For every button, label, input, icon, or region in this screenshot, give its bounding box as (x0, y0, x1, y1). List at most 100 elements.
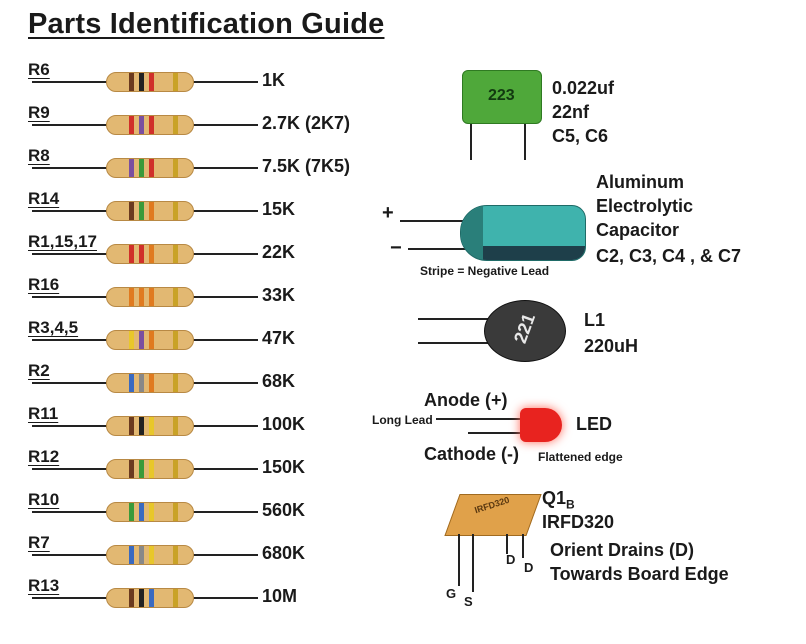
resistor-value: 2.7K (2K7) (262, 113, 351, 133)
resistor-value: 15K (262, 199, 296, 219)
resistor-band (139, 503, 144, 521)
inductor-ref: L1 (584, 310, 606, 330)
electrolytic-capacitor-body (460, 205, 586, 261)
led-cathode-label: Cathode (-) (424, 444, 519, 464)
resistor-band (149, 503, 154, 521)
resistor-band (129, 159, 134, 177)
resistor-ref: R9 (28, 103, 50, 122)
mosfet-ref: Q1B (542, 488, 575, 512)
resistor-band (173, 546, 178, 564)
resistor-band (139, 331, 144, 349)
inductor-value: 220uH (584, 336, 639, 356)
resistor-body (106, 459, 194, 479)
resistor-band (139, 374, 144, 392)
negative-stripe (461, 246, 585, 260)
resistor-band (149, 417, 154, 435)
resistor-band (129, 202, 134, 220)
resistor-lead-left (32, 468, 112, 470)
resistor-row: R2 68K (0, 361, 380, 401)
resistor-value: 100K (262, 414, 306, 434)
resistor-lead-right (188, 425, 258, 427)
resistor-band (173, 202, 178, 220)
resistor-band (129, 503, 134, 521)
minus-sign: − (390, 237, 402, 259)
resistor-ref: R8 (28, 146, 50, 165)
resistor-band (129, 116, 134, 134)
mosfet-orient-line1: Orient Drains (D) (550, 540, 695, 560)
resistor-body (106, 588, 194, 608)
resistor-band (139, 116, 144, 134)
resistor-value: 22K (262, 242, 296, 262)
resistor-lead-right (188, 167, 258, 169)
resistor-lead-right (188, 511, 258, 513)
resistor-ref: R12 (28, 447, 60, 466)
resistor-band (139, 202, 144, 220)
resistor-body (106, 244, 194, 264)
resistor-band (139, 159, 144, 177)
page-title: Parts Identification Guide (28, 8, 385, 40)
resistor-band (149, 73, 154, 91)
resistor-value: 7.5K (7K5) (262, 156, 351, 176)
resistor-ref: R13 (28, 576, 60, 595)
resistor-band (139, 460, 144, 478)
resistor-band (149, 159, 154, 177)
mosfet-pin-g: G (446, 586, 457, 601)
resistor-band (173, 73, 178, 91)
resistor-lead-left (32, 124, 112, 126)
resistor-band (139, 73, 144, 91)
led-flat-edge-label: Flattened edge (538, 450, 623, 464)
resistor-band (129, 417, 134, 435)
resistor-band (149, 460, 154, 478)
resistor-value: 33K (262, 285, 296, 305)
resistor-row: R6 1K (0, 60, 380, 100)
resistor-lead-right (188, 210, 258, 212)
resistor-band (129, 546, 134, 564)
resistor-lead-left (32, 296, 112, 298)
resistor-band (149, 116, 154, 134)
mosfet-pin-d2: D (524, 560, 534, 575)
led-long-lead-label: Long Lead (372, 413, 433, 427)
resistor-band (173, 417, 178, 435)
resistor-band (129, 331, 134, 349)
resistor-value: 68K (262, 371, 296, 391)
resistor-body (106, 502, 194, 522)
resistor-body (106, 330, 194, 350)
resistor-lead-right (188, 296, 258, 298)
resistor-body (106, 201, 194, 221)
resistor-lead-right (188, 253, 258, 255)
resistor-ref: R6 (28, 60, 50, 79)
resistor-lead-left (32, 511, 112, 513)
resistor-band (173, 288, 178, 306)
electrolytic-refs: C2, C3, C4 , & C7 (596, 246, 742, 266)
resistor-band (149, 202, 154, 220)
resistor-band (129, 589, 134, 607)
resistor-ref: R3,4,5 (28, 318, 79, 337)
led-body (520, 408, 562, 442)
resistor-value: 1K (262, 70, 286, 90)
resistor-row: R9 2.7K (2K7) (0, 103, 380, 143)
led-label: LED (576, 414, 612, 434)
resistor-lead-left (32, 210, 112, 212)
mosfet-orient-line2: Towards Board Edge (550, 564, 729, 584)
resistor-lead-left (32, 81, 112, 83)
resistor-ref: R2 (28, 361, 50, 380)
resistor-lead-right (188, 124, 258, 126)
resistor-lead-right (188, 468, 258, 470)
resistor-band (129, 73, 134, 91)
resistor-band (129, 460, 134, 478)
resistor-band (173, 116, 178, 134)
resistor-ref: R10 (28, 490, 60, 509)
resistor-lead-right (188, 597, 258, 599)
resistor-lead-right (188, 554, 258, 556)
resistor-band (129, 245, 134, 263)
resistor-ref: R7 (28, 533, 50, 552)
resistor-band (149, 245, 154, 263)
resistor-value: 47K (262, 328, 296, 348)
resistor-band (139, 589, 144, 607)
resistor-lead-right (188, 81, 258, 83)
